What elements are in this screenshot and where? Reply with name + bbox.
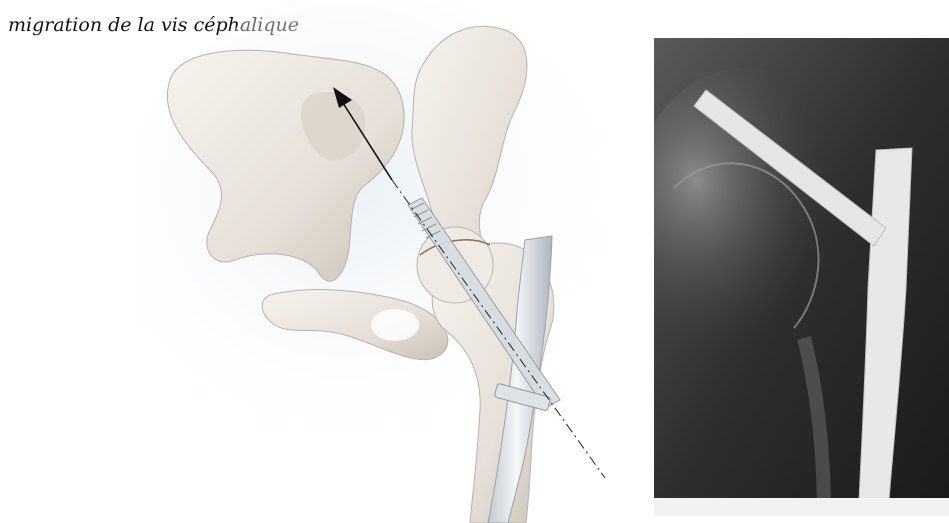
illustration-panel [140,0,640,523]
xray-bottom-edge [654,498,949,516]
hip-illustration [140,0,640,523]
obturator-foramen [371,309,419,341]
radiograph [654,38,949,516]
radiograph-panel [654,38,949,516]
